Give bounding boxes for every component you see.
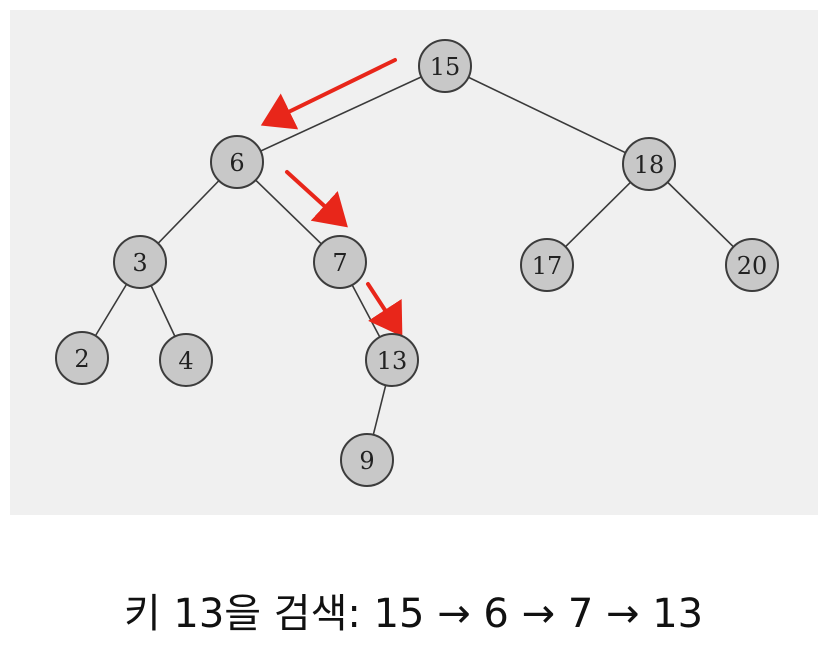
- node-label: 3: [132, 249, 147, 277]
- node-circle: [113, 235, 167, 289]
- node-label: 4: [178, 347, 193, 375]
- tree-node-13: 13: [365, 333, 419, 387]
- tree-node-3: 3: [113, 235, 167, 289]
- node-label: 17: [532, 252, 563, 280]
- search-arrow-15-to-6: [260, 58, 397, 130]
- node-circle: [210, 135, 264, 189]
- tree-node-15: 15: [418, 39, 472, 93]
- node-label: 6: [229, 149, 244, 177]
- search-arrow-6-to-7: [285, 170, 348, 228]
- search-arrow-7-to-13: [366, 282, 403, 337]
- node-circle: [159, 333, 213, 387]
- edge-15-18: [444, 65, 650, 165]
- node-label: 13: [377, 347, 408, 375]
- node-label: 9: [359, 447, 374, 475]
- search-path-arrows: [260, 58, 403, 337]
- node-label: 15: [430, 53, 461, 81]
- node-circle: [520, 238, 574, 292]
- node-circle: [313, 235, 367, 289]
- node-circle: [340, 433, 394, 487]
- edges-layer: [81, 65, 753, 461]
- tree-node-18: 18: [622, 137, 676, 191]
- node-circle: [418, 39, 472, 93]
- node-circle: [725, 238, 779, 292]
- tree-node-17: 17: [520, 238, 574, 292]
- tree-node-2: 2: [55, 331, 109, 385]
- node-label: 7: [332, 249, 347, 277]
- node-label: 20: [737, 252, 768, 280]
- node-label: 2: [74, 345, 89, 373]
- node-circle: [622, 137, 676, 191]
- tree-node-20: 20: [725, 238, 779, 292]
- tree-node-9: 9: [340, 433, 394, 487]
- tree-node-6: 6: [210, 135, 264, 189]
- tree-node-4: 4: [159, 333, 213, 387]
- edge-15-6: [236, 65, 446, 163]
- node-circle: [55, 331, 109, 385]
- tree-node-7: 7: [313, 235, 367, 289]
- search-caption: 키 13을 검색: 15 → 6 → 7 → 13: [123, 591, 704, 637]
- node-circle: [365, 333, 419, 387]
- node-label: 18: [634, 151, 665, 179]
- nodes-layer: 15 6 18 3 7 17 20 2 4 13 9: [55, 39, 779, 487]
